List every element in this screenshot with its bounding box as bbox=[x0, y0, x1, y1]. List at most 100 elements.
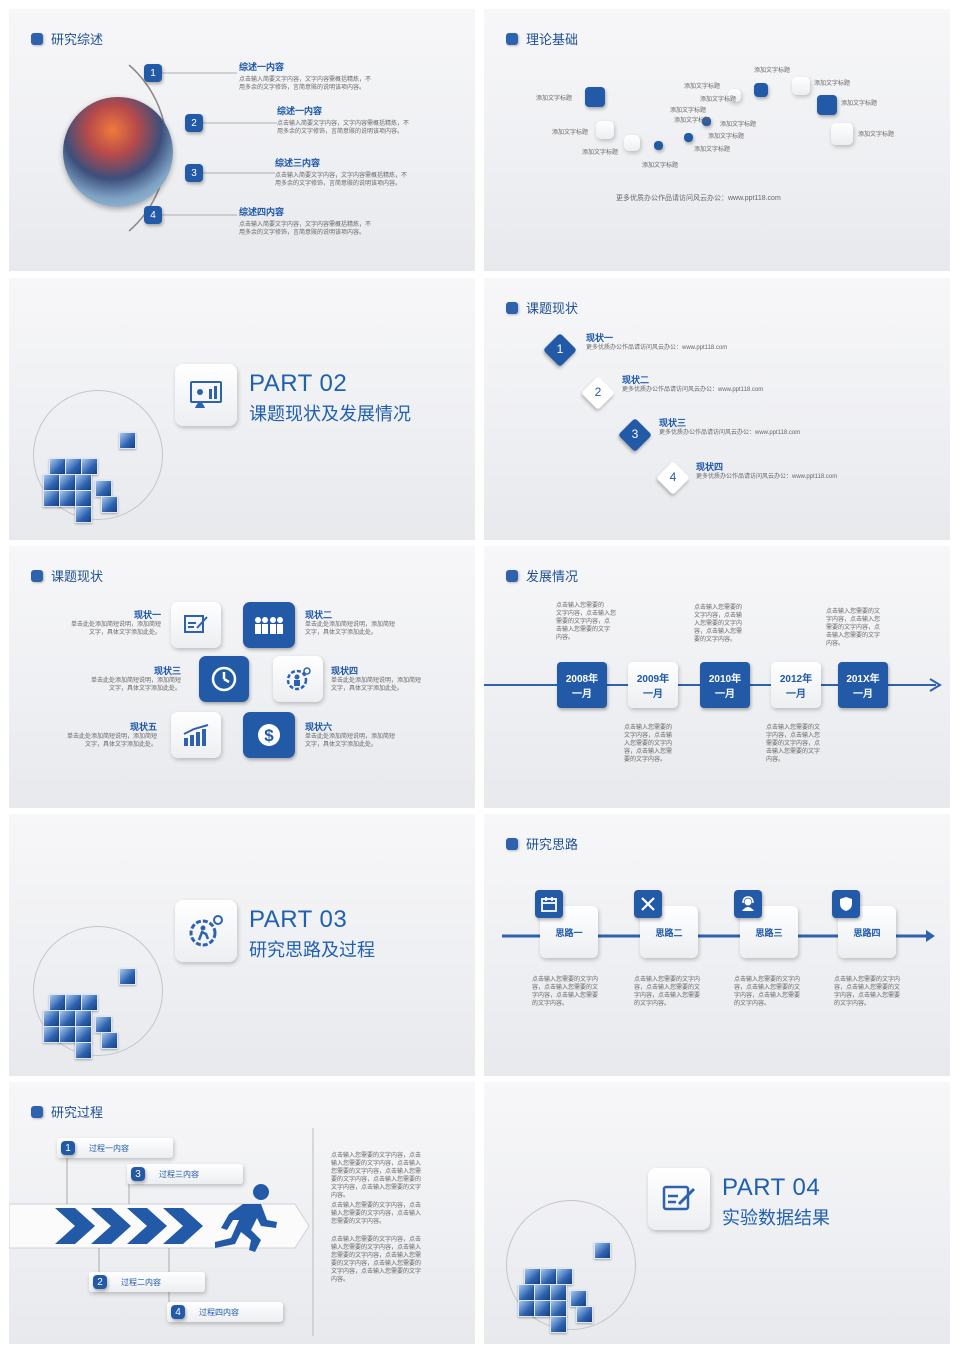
process-paragraph-1: 点击输入您需要的文字内容，点击输入您需要的文字内容，点击输入您需要的文字内容，点… bbox=[331, 1153, 422, 1199]
grid-text-line: 文字，具体文字添加此处。 bbox=[305, 630, 378, 636]
slide-research-overview: 研究综述 1 2 3 4 综述一内容 点击输入简要文字内容，文字内容需概括精炼，… bbox=[9, 9, 475, 271]
theory-square bbox=[754, 83, 768, 97]
status-item-1: 现状一更多优质办公作品请访问风云办公：www.ppt118.com bbox=[586, 331, 727, 352]
ring-circle bbox=[33, 390, 163, 520]
grid-text-line: 文字，具体文字添加此处。 bbox=[88, 630, 161, 636]
step-desc-4: 点击输入您需要的文字内容，点击输入您需要的文字内容，点击输入您需要的文字内容。 bbox=[834, 977, 901, 1007]
tag-label: 添加文字标题 bbox=[536, 96, 573, 102]
theory-square bbox=[702, 117, 711, 126]
header-square-icon bbox=[506, 301, 518, 314]
part-number: PART 03 bbox=[249, 906, 348, 933]
step-label: 思路三 bbox=[755, 927, 783, 938]
timeline-note-top-3: 点击输入您需要的文字内容，点击输入您需要的文字内容，点击输入您需要的文字内容。 bbox=[826, 609, 881, 647]
status-heading: 现状一 bbox=[586, 333, 614, 343]
theory-square bbox=[624, 135, 640, 151]
grid-text-line: 文字，具体文字添加此处。 bbox=[331, 686, 404, 692]
process-step-number: 3 bbox=[131, 1167, 145, 1181]
part-subtitle: 实验数据结果 bbox=[722, 1208, 830, 1228]
item-heading: 综述一内容 bbox=[239, 62, 285, 72]
grid-heading: 现状一 bbox=[133, 610, 161, 620]
running-man-icon bbox=[215, 1184, 277, 1252]
grid-text-line: 文字，具体文字添加此处。 bbox=[305, 742, 378, 748]
tag-label: 添加文字标题 bbox=[674, 118, 711, 124]
overview-item-1: 综述一内容 点击输入简要文字内容，文字内容需概括精炼，不 用多余的文字修饰，言简… bbox=[239, 60, 371, 92]
grid-heading: 现状六 bbox=[305, 722, 333, 732]
process-step-label: 过程四内容 bbox=[199, 1307, 239, 1317]
grid-text-line: 文字，具体文字添加此处。 bbox=[84, 742, 157, 748]
diamond-number: 2 bbox=[594, 385, 602, 399]
grid-heading: 现状四 bbox=[331, 666, 359, 676]
slide-part-04: PART 04 实验数据结果 bbox=[484, 1082, 950, 1344]
tag-label: 添加文字标题 bbox=[858, 132, 895, 138]
overview-item-2: 综述一内容 点击输入简要文字内容，文字内容需概括精炼，不 用多余的文字修饰，言简… bbox=[277, 104, 409, 136]
process-step-label: 过程一内容 bbox=[89, 1143, 129, 1153]
slide-title: 研究过程 bbox=[51, 1105, 104, 1120]
process-paragraph-3: 点击输入您需要的文字内容，点击输入您需要的文字内容，点击输入您需要的文字内容，点… bbox=[331, 1237, 422, 1283]
timeline-note-bottom-1: 点击输入您需要的文字内容，点击输入您需要的文字内容，点击输入您需要的文字内容。 bbox=[624, 725, 673, 763]
tag-label: 添加文字标题 bbox=[642, 163, 679, 169]
year-box-2009: 2009年一月 bbox=[628, 662, 678, 708]
step-desc-1: 点击输入您需要的文字内容，点击输入您需要的文字内容，点击输入您需要的文字内容。 bbox=[532, 977, 599, 1007]
gear-runner-icon bbox=[175, 900, 237, 962]
grid-heading: 现状二 bbox=[305, 610, 333, 620]
diamond-number: 4 bbox=[669, 470, 677, 484]
process-step-number: 2 bbox=[93, 1275, 107, 1289]
rubik-cube-image bbox=[39, 964, 149, 1059]
overview-item-3: 综述三内容 点击输入简要文字内容，文字内容需概括精炼，不 用多余的文字修饰，言简… bbox=[275, 156, 407, 188]
process-step-number: 4 bbox=[171, 1305, 185, 1319]
theory-square bbox=[792, 77, 810, 95]
bar-chart-icon bbox=[171, 712, 221, 758]
overview-item-4: 综述四内容 点击输入简要文字内容，文字内容需概括精炼，不 用多余的文字修饰，言简… bbox=[239, 205, 371, 237]
diamond-number: 3 bbox=[631, 427, 639, 441]
item-text-line: 用多余的文字修饰，言简意赅的说明该项内容。 bbox=[277, 129, 404, 135]
slide-title: 课题现状 bbox=[526, 301, 579, 316]
part-subtitle: 研究思路及过程 bbox=[249, 940, 375, 960]
month-label: 一月 bbox=[715, 689, 735, 700]
shield-icon bbox=[832, 890, 860, 918]
grid-item-1: 现状一单击此处添加简短说明，添加简短文字，具体文字添加此处。 bbox=[45, 608, 161, 637]
year-label: 2009年 bbox=[636, 674, 670, 685]
slide-part-02: PART 02 课题现状及发展情况 bbox=[9, 278, 475, 540]
tag-label: 添加文字标题 bbox=[670, 108, 707, 114]
item-number-4: 4 bbox=[144, 206, 162, 224]
tag-label: 添加文字标题 bbox=[754, 68, 791, 74]
year-label: 2010年 bbox=[708, 674, 742, 685]
grid-item-4: 现状四单击此处添加简短说明，添加简短文字，具体文字添加此处。 bbox=[331, 664, 421, 693]
year-label: 2012年 bbox=[779, 674, 813, 685]
tag-label: 添加文字标题 bbox=[694, 147, 731, 153]
item-number-3: 3 bbox=[185, 164, 203, 182]
theory-square bbox=[728, 89, 741, 102]
process-step-number: 1 bbox=[61, 1141, 75, 1155]
sunset-photo bbox=[63, 97, 173, 207]
step-label: 思路一 bbox=[555, 927, 583, 938]
item-heading: 综述四内容 bbox=[239, 207, 285, 217]
month-label: 一月 bbox=[786, 689, 806, 700]
process-step-1: 1 过程一内容 bbox=[57, 1138, 173, 1158]
item-text-line: 点击输入简要文字内容，文字内容需概括精炼，不 bbox=[239, 77, 372, 83]
grid-item-3: 现状三单击此处添加简短说明，添加简短文字，具体文字添加此处。 bbox=[65, 664, 181, 693]
timeline-note-bottom-2: 点击输入您需要的文字内容，点击输入您需要的文字内容，点击输入您需要的文字内容。 bbox=[766, 725, 821, 763]
header-square-icon bbox=[506, 569, 518, 582]
footer-text: 更多优质办公作品请访问风云办公：www.ppt118.com bbox=[616, 195, 781, 202]
month-label: 一月 bbox=[643, 689, 663, 700]
slide-title: 研究综述 bbox=[51, 32, 104, 47]
status-item-4: 现状四更多优质办公作品请访问风云办公：www.ppt118.com bbox=[696, 460, 837, 481]
year-label: 2008年 bbox=[565, 674, 599, 685]
item-text-line: 用多余的文字修饰，言简意赅的说明该项内容。 bbox=[239, 85, 366, 91]
gear-person-icon bbox=[273, 656, 323, 702]
item-text-line: 点击输入简要文字内容，文字内容需概括精炼，不 bbox=[277, 121, 410, 127]
item-heading: 综述一内容 bbox=[277, 106, 323, 116]
part-subtitle: 课题现状及发展情况 bbox=[249, 404, 411, 424]
part-number: PART 02 bbox=[249, 370, 348, 397]
grid-heading: 现状三 bbox=[153, 666, 181, 676]
rubik-cube-image bbox=[514, 1238, 624, 1333]
slide-topic-status-diamonds: 课题现状 1 2 3 4 现状一更多优质办公作品请访问风云办公：www.ppt1… bbox=[484, 278, 950, 540]
ring-circle bbox=[33, 926, 163, 1056]
timeline-note-top-1: 点击输入您需要的文字内容，点击输入您需要的文字内容，点击输入您需要的文字内容。 bbox=[556, 603, 617, 641]
clock-icon bbox=[199, 656, 249, 702]
tag-label: 添加文字标题 bbox=[720, 122, 757, 128]
grid-item-5: 现状五单击此处添加简短说明，添加简短文字，具体文字添加此处。 bbox=[41, 720, 157, 749]
step-card-1: 思路一 bbox=[540, 906, 598, 958]
